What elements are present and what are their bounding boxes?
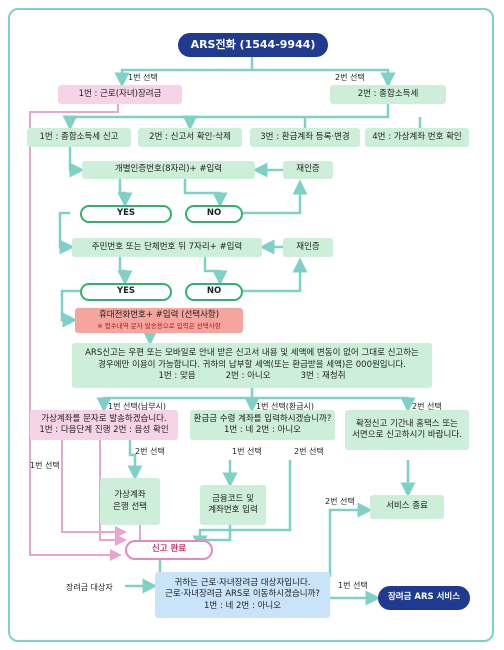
virtual-account-sms: 가상계좌를 문자로 발송하겠습니다. 1번 : 다음단계 진행 2번 : 음성 …	[30, 410, 178, 440]
eitc-ars-service: 장려금 ARS 서비스	[378, 586, 470, 610]
label-option2-select: 2번 선택	[335, 73, 365, 82]
fin-line1: 금융코드 및	[212, 493, 254, 504]
label-option1-select: 1번 선택	[128, 73, 158, 82]
label-sub-5: 2번 선택	[325, 497, 355, 506]
vbank-line1: 가상계좌	[114, 490, 146, 501]
phone-note: ※ 접수내역 문자 발송용으로 입력은 선택사항	[97, 321, 221, 330]
written-line2: 서면으로 신고하시기 바랍니다.	[352, 430, 462, 440]
auth1-retry: 재인증	[283, 161, 333, 179]
label-no-branch: 2번 선택	[412, 402, 442, 411]
menu-2-check-delete: 2번 : 신고서 확인·삭제	[138, 128, 242, 147]
confirm-opt3: 3번 : 재청취	[300, 371, 346, 382]
phone-input-step: 휴대전화번호+ #입력 (선택사항) ※ 접수내역 문자 발송용으로 입력은 선…	[75, 308, 243, 333]
option1-eitc: 1번 : 근로(자녀)장려금	[58, 85, 182, 104]
refund-line2: 1번 : 네 2번 : 아니오	[224, 425, 301, 435]
auth2-retry: 재인증	[283, 238, 333, 257]
virtual-bank-select: 가상계좌 은행 선택	[100, 478, 160, 525]
auth1-prompt: 개별인증번호(8자리)+ #입력	[82, 161, 255, 179]
label-sub-3: 1번 선택	[232, 447, 262, 456]
confirm-options: 1번 : 맞음 2번 : 아니오 3번 : 재청취	[158, 371, 345, 382]
written-filing-notice: 확정신고 기간내 홈택스 또는 서면으로 신고하시기 바랍니다.	[345, 410, 469, 450]
refund-account-ask: 환급금 수령 계좌를 입력하시겠습니까? 1번 : 네 2번 : 아니오	[190, 410, 335, 440]
bank-code-account-input: 금융코드 및 계좌번호 입력	[200, 485, 266, 525]
confirm-line2: 경우에만 이용이 가능합니다. 귀하의 납부할 세액(또는 환급받을 세액)은 …	[98, 359, 406, 370]
auth2-no: NO	[185, 283, 243, 301]
refund-line1: 환급금 수령 계좌를 입력하시겠습니까?	[193, 413, 332, 424]
auth2-yes: YES	[80, 283, 172, 301]
confirm-opt2: 2번 : 아니오	[225, 371, 271, 382]
confirm-opt1: 1번 : 맞음	[158, 371, 196, 382]
auth2-prompt: 주민번호 또는 단체번호 뒤 7자리+ #입력	[72, 238, 262, 257]
service-end: 서비스 종료	[370, 495, 444, 519]
eitc-line3: 1번 : 네 2번 : 아니오	[204, 600, 281, 611]
virtual-line2: 1번 : 다음단계 진행 2번 : 음성 확인	[39, 425, 169, 435]
eitc-line1: 귀하는 근로·자녀장려금 대상자입니다.	[174, 577, 311, 588]
option2-income-tax: 2번 : 종합소득세	[330, 85, 446, 104]
label-refund-branch: 1번 선택(환급시)	[256, 402, 315, 411]
label-eitc-target: 장려금 대상자	[66, 583, 113, 592]
filing-complete: 신고 완료	[125, 540, 213, 560]
confirm-line1: ARS신고는 우편 또는 모바일로 안내 받은 신고서 내용 및 세액에 변동이…	[85, 348, 419, 359]
label-pay-branch: 1번 선택(납부시)	[108, 402, 167, 411]
auth1-no: NO	[185, 205, 243, 223]
vbank-line2: 은행 선택	[113, 501, 147, 512]
label-eitc-select: 1번 선택	[338, 581, 368, 590]
phone-prompt: 휴대전화번호+ #입력 (선택사항)	[98, 310, 220, 321]
label-sub-1: 1번 선택	[30, 461, 60, 470]
ars-title: ARS전화 (1544-9944)	[178, 33, 328, 57]
auth1-yes: YES	[80, 205, 172, 223]
fin-line2: 계좌번호 입력	[208, 505, 258, 515]
eitc-redirect-ask: 귀하는 근로·자녀장려금 대상자입니다. 근로·자녀장려금 ARS로 이동하시겠…	[155, 572, 330, 618]
label-sub-2: 2번 선택	[135, 447, 165, 456]
written-line1: 확정신고 기간내 홈택스 또는	[356, 418, 458, 429]
menu-1-file-return: 1번 : 종합소득세 신고	[27, 128, 131, 147]
menu-4-virtual-account: 4번 : 가상계좌 번호 확인	[365, 128, 469, 147]
menu-3-refund-account: 3번 : 환급계좌 등록·변경	[250, 128, 360, 147]
eitc-line2: 근로·자녀장려금 ARS로 이동하시겠습니까?	[165, 589, 320, 600]
confirm-tax-amount: ARS신고는 우편 또는 모바일로 안내 받은 신고서 내용 및 세액에 변동이…	[72, 343, 432, 388]
label-sub-4: 2번 선택	[294, 447, 324, 456]
virtual-line1: 가상계좌를 문자로 발송하겠습니다.	[41, 413, 167, 424]
